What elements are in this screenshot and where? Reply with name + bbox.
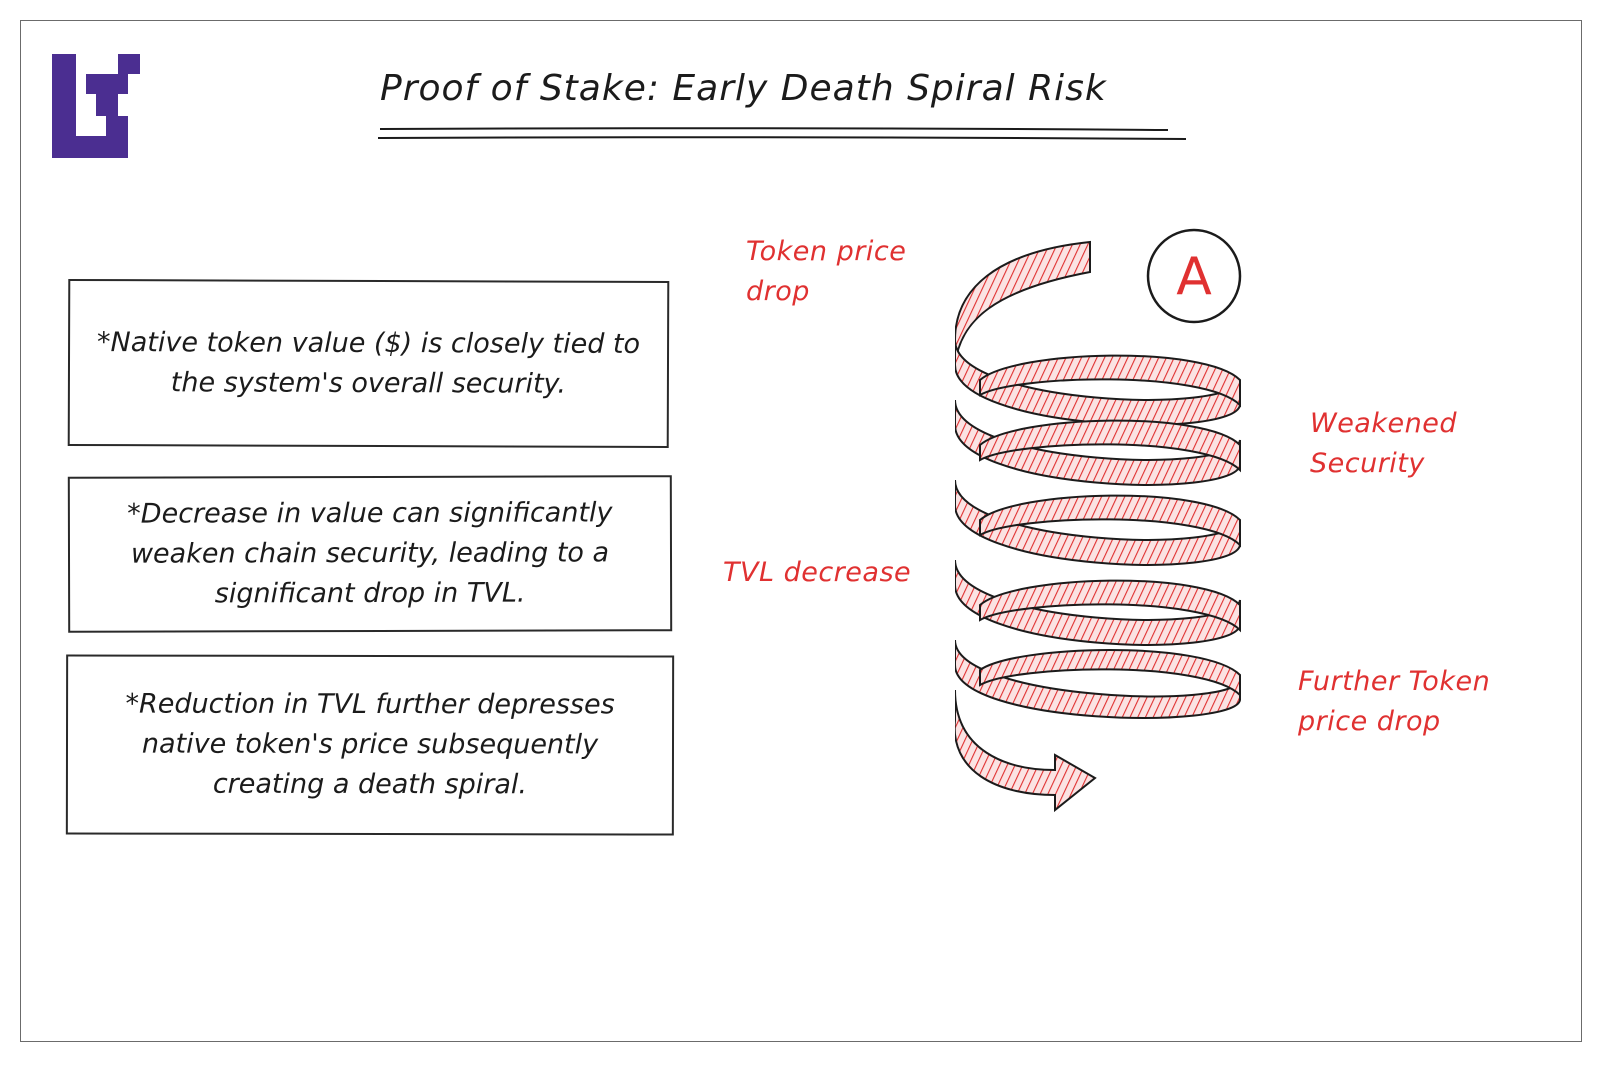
note-box-2: *Decrease in value can significantly wea… bbox=[67, 475, 673, 633]
label-token-price-drop: Token price drop bbox=[746, 236, 907, 307]
brand-logo-icon bbox=[52, 54, 140, 158]
title-underline bbox=[378, 127, 1187, 140]
note-text-1: *Native token value ($) is closely tied … bbox=[97, 326, 641, 400]
label-weakened-security: Weakened Security bbox=[1310, 408, 1457, 479]
page-title: Proof of Stake: Early Death Spiral Risk bbox=[380, 68, 1107, 109]
label-tvl-decrease: TVL decrease bbox=[723, 557, 912, 588]
note-box-3: *Reduction in TVL further depresses nati… bbox=[65, 654, 675, 836]
note-text-3: *Reduction in TVL further depresses nati… bbox=[125, 688, 615, 801]
label-further-drop: Further Token price drop bbox=[1298, 666, 1491, 737]
badge-a-icon: A bbox=[1146, 228, 1242, 324]
note-box-1: *Native token value ($) is closely tied … bbox=[67, 278, 670, 449]
note-text-2: *Decrease in value can significantly wea… bbox=[127, 497, 613, 610]
badge-letter: A bbox=[1176, 247, 1212, 307]
death-spiral-icon bbox=[955, 240, 1241, 813]
